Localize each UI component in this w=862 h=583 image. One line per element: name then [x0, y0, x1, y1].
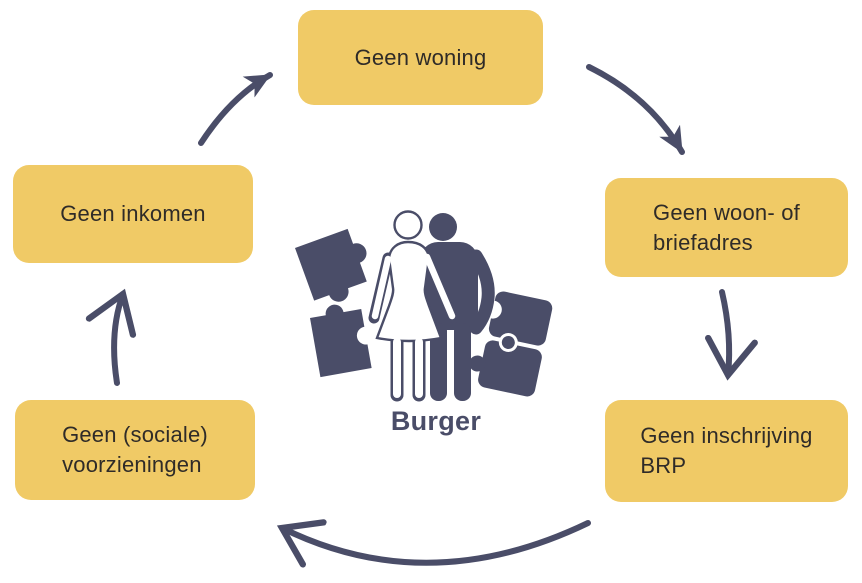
node-geen-sociale-voorzieningen: Geen (sociale) voorzieningen	[15, 400, 255, 500]
puzzle-piece-icon	[295, 228, 367, 302]
node-label: Geen woning	[354, 44, 487, 70]
arrow-rightbottom-to-leftbottom	[282, 523, 591, 563]
interlocked-puzzle-icon	[469, 291, 553, 397]
node-geen-inkomen: Geen inkomen	[13, 165, 253, 263]
arrow-top-to-righttop	[586, 64, 685, 155]
node-label: Geen (sociale) voorzieningen	[62, 422, 208, 477]
couple-icon	[295, 210, 553, 402]
arrow-lefttop-to-top	[198, 72, 273, 146]
center-label: Burger	[390, 406, 482, 436]
node-label: Geen woon- of briefadres	[653, 199, 800, 255]
node-geen-inschrijving-brp: Geen inschrijving BRP	[605, 400, 848, 502]
node-geen-woon-of-briefadres: Geen woon- of briefadres	[605, 178, 848, 277]
puzzle-piece-icon	[310, 304, 372, 378]
node-label: Geen inkomen	[60, 201, 206, 226]
node-label: Geen inschrijving BRP	[640, 423, 813, 478]
arrow-leftbottom-to-lefttop	[114, 294, 123, 386]
arrow-righttop-to-rightbottom	[722, 289, 729, 375]
node-geen-woning: Geen woning	[298, 10, 543, 105]
woman-figure	[368, 210, 460, 402]
